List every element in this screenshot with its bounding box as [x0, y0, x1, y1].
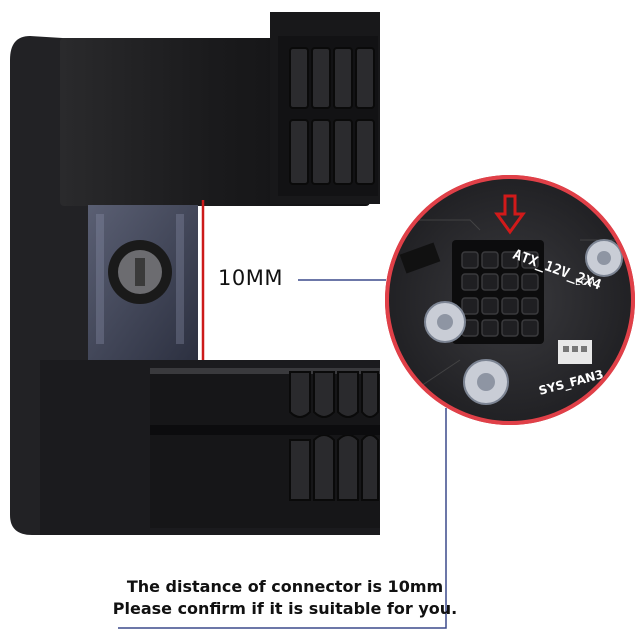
top-connector	[278, 36, 378, 196]
bottom-connector	[150, 368, 380, 528]
caption-line-2: Please confirm if it is suitable for you…	[112, 599, 458, 618]
inset-cpu-label: ECM	[575, 278, 595, 288]
caption-line-1: The distance of connector is 10mm	[126, 577, 444, 596]
caption: The distance of connector is 10mm Please…	[60, 576, 510, 620]
caption-pointer-line	[118, 408, 447, 629]
measurement-label: 10MM	[218, 266, 283, 290]
motherboard-inset: ATX_12V_2X4 SYS_FAN3 ECM	[385, 175, 635, 425]
adapter-pcb	[88, 205, 198, 360]
